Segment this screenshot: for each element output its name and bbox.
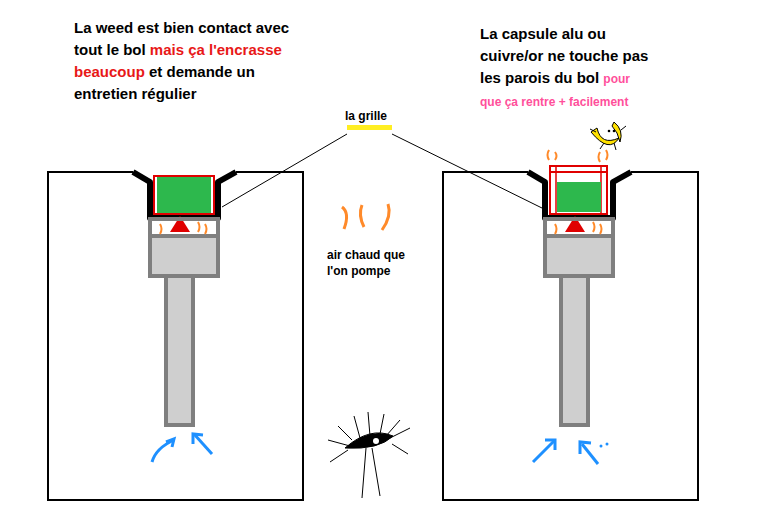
text-block: La weed est bien contact avec tout le bo… [74, 17, 296, 105]
leader-line [392, 134, 546, 210]
part-label: la grille [345, 109, 387, 123]
left-device [48, 172, 303, 500]
yellow-bar [347, 125, 392, 130]
text-block: la grille [345, 109, 435, 124]
banana [590, 122, 626, 150]
right-device [443, 122, 698, 500]
text-block: air chaud que l'on pompe [327, 247, 427, 279]
hot-air-symbol [342, 204, 389, 230]
text-block: La capsule alu ou cuivre/or ne touche pa… [480, 23, 652, 113]
creature [328, 412, 410, 498]
legend-label: air chaud que l'on pompe [327, 248, 405, 278]
leader-line [222, 134, 347, 207]
